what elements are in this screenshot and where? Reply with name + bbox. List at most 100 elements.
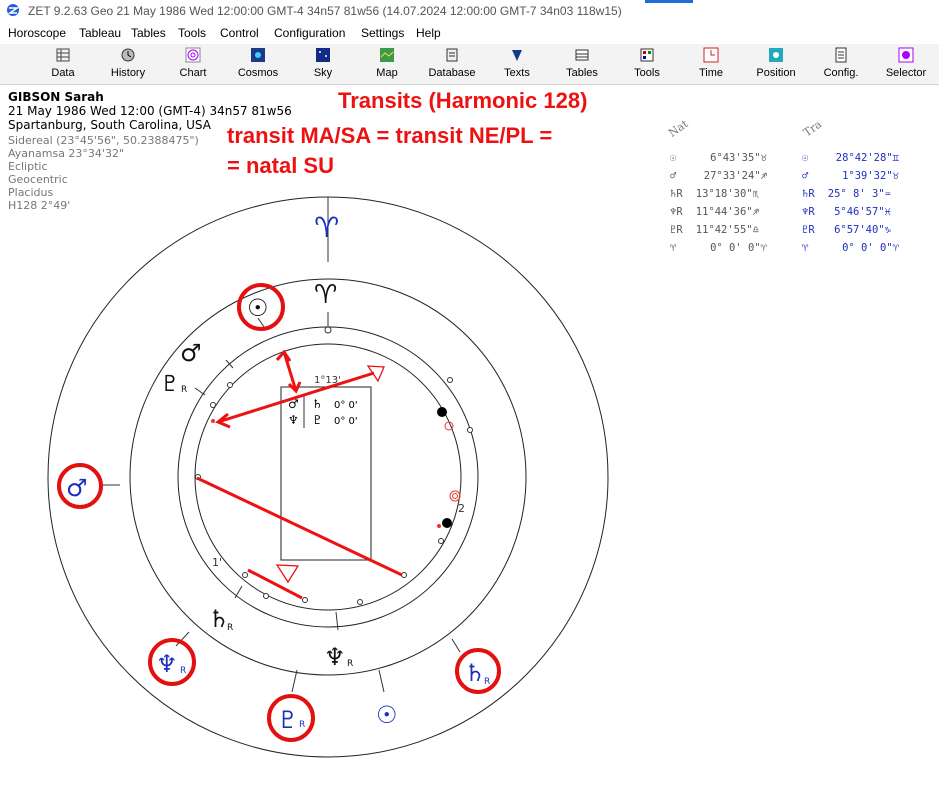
ecliptic-info: Ecliptic bbox=[8, 160, 48, 173]
natal-sun-icon: ☉ bbox=[247, 294, 269, 322]
natal-saturn-retro: R bbox=[227, 623, 233, 633]
natal-pluto-retro: R bbox=[181, 385, 187, 395]
history-icon bbox=[121, 48, 135, 62]
tra-header: Tra bbox=[801, 117, 825, 140]
position-button[interactable]: Position bbox=[746, 45, 806, 83]
transit-pluto-icon: ♇ bbox=[277, 706, 299, 734]
menu-control[interactable]: Control bbox=[220, 26, 259, 40]
midpoint-row2-a: ♆ bbox=[288, 413, 299, 427]
menu-tableau[interactable]: Tableau bbox=[79, 26, 122, 40]
texts-icon bbox=[512, 50, 522, 61]
inner-ring bbox=[177, 326, 479, 628]
tra-row: ♈ 0° 0' 0"♈ bbox=[802, 242, 899, 254]
tables-icon bbox=[575, 49, 589, 61]
chart-button[interactable]: Chart bbox=[163, 45, 223, 83]
aries-inner-icon: ♈ bbox=[314, 280, 337, 310]
map-icon bbox=[380, 48, 394, 62]
menu-tables[interactable]: Tables bbox=[131, 26, 166, 40]
transit-dot bbox=[437, 407, 447, 417]
database-button[interactable]: Database bbox=[422, 45, 482, 83]
midpoint-row1-a: ♂ bbox=[288, 397, 299, 411]
transit-sun-icon: ☉ bbox=[376, 701, 398, 729]
transit-neptune-retro: R bbox=[180, 666, 186, 676]
harmonic-info: H128 2°49' bbox=[8, 199, 71, 212]
history-button[interactable]: History bbox=[98, 45, 158, 83]
person-name: GIBSON Sarah bbox=[8, 90, 104, 104]
chart-place: Spartanburg, South Carolina, USA bbox=[8, 118, 211, 132]
menu-configuration[interactable]: Configuration bbox=[274, 26, 346, 40]
arrow-head-bottom bbox=[275, 564, 300, 584]
toolbar: Data History Chart Cosmos Sky Map Databa… bbox=[0, 44, 939, 85]
config-icon bbox=[835, 47, 847, 63]
map-button[interactable]: Map bbox=[357, 45, 417, 83]
annotation-title: Transits (Harmonic 128) bbox=[338, 88, 588, 113]
title-bar: ZET 9.2.63 Geo 21 May 1986 Wed 12:00:00 … bbox=[0, 0, 939, 22]
data-icon bbox=[56, 48, 70, 62]
menu-help[interactable]: Help bbox=[416, 26, 441, 40]
menu-tools[interactable]: Tools bbox=[178, 26, 207, 40]
sky-icon bbox=[316, 48, 330, 62]
cosmos-icon bbox=[251, 48, 265, 62]
transit-dot bbox=[442, 518, 452, 528]
transit-pluto-retro: R bbox=[299, 720, 305, 730]
tools-button[interactable]: Tools bbox=[617, 45, 677, 83]
natal-neptune-retro: R bbox=[347, 659, 353, 669]
natal-saturn-icon: ♄ bbox=[208, 605, 230, 633]
nat-row: ♈ 0° 0' 0"♈ bbox=[670, 242, 767, 254]
time-icon bbox=[703, 47, 719, 63]
menu-horoscope[interactable]: Horoscope bbox=[8, 26, 67, 40]
house-system-info: Placidus bbox=[8, 186, 54, 199]
texts-button[interactable]: Texts bbox=[487, 45, 547, 83]
database-icon bbox=[446, 48, 458, 62]
config-button[interactable]: Config. bbox=[811, 45, 871, 83]
mark-two: 2 bbox=[458, 502, 465, 515]
aries-outer-icon: ♈ bbox=[314, 211, 339, 244]
transit-saturn-icon: ♄ bbox=[464, 659, 486, 687]
transit-mars-icon: ♂ bbox=[66, 474, 88, 502]
position-icon bbox=[769, 48, 783, 62]
tables-button[interactable]: Tables bbox=[552, 45, 612, 83]
tra-row: ♂ 1°39'32"♉ bbox=[802, 170, 899, 182]
midpoint-row2-value: 0° 0' bbox=[334, 416, 358, 427]
app-logo-icon bbox=[7, 4, 20, 16]
mark-one: 1' bbox=[212, 556, 222, 569]
selector-button[interactable]: Selector bbox=[876, 45, 936, 83]
window-title: ZET 9.2.63 Geo 21 May 1986 Wed 12:00:00 … bbox=[28, 4, 622, 18]
geocentric-info: Geocentric bbox=[8, 173, 68, 186]
time-button[interactable]: Time bbox=[681, 45, 741, 83]
natal-mars-icon: ♂ bbox=[180, 339, 202, 367]
nat-row: ☉ 6°43'35"♉ bbox=[670, 152, 767, 164]
midpoint-row1-value: 0° 0' bbox=[334, 400, 358, 411]
sky-button[interactable]: Sky bbox=[293, 45, 353, 83]
ayanamsa-info: Ayanamsa 23°34'32" bbox=[8, 147, 124, 160]
transit-neptune-icon: ♆ bbox=[156, 650, 178, 678]
nat-header: Nat bbox=[666, 117, 691, 140]
midpoint-row1-b: ♄ bbox=[312, 397, 323, 411]
tra-row: ☉ 28°42'28"♊ bbox=[802, 152, 899, 164]
titlebar-accent bbox=[645, 0, 693, 3]
midpoint-arrows bbox=[196, 349, 403, 600]
outer-ring bbox=[47, 196, 609, 758]
cosmos-button[interactable]: Cosmos bbox=[228, 45, 288, 83]
natal-pluto-icon: ♇ bbox=[160, 372, 180, 397]
transit-saturn-retro: R bbox=[484, 677, 490, 687]
midpoint-box-header: 1°13' bbox=[314, 375, 341, 386]
menu-settings[interactable]: Settings bbox=[361, 26, 405, 40]
nat-row: ♂ 27°33'24"♐ bbox=[670, 170, 767, 182]
arrow-head-top bbox=[366, 365, 385, 383]
annotation-line1: transit MA/SA = transit NE/PL = bbox=[227, 123, 553, 148]
tools-icon bbox=[640, 48, 654, 62]
midpoint-row2-b: ♇ bbox=[312, 413, 323, 427]
midpoint-box bbox=[280, 386, 372, 561]
core-ring bbox=[194, 343, 462, 611]
sidereal-info: Sidereal (23°45'56", 50.2388475") bbox=[8, 134, 199, 147]
data-button[interactable]: Data bbox=[33, 45, 93, 83]
annotation-line2: = natal SU bbox=[227, 153, 334, 178]
chart-datetime: 21 May 1986 Wed 12:00 (GMT-4) 34n57 81w5… bbox=[8, 104, 292, 118]
